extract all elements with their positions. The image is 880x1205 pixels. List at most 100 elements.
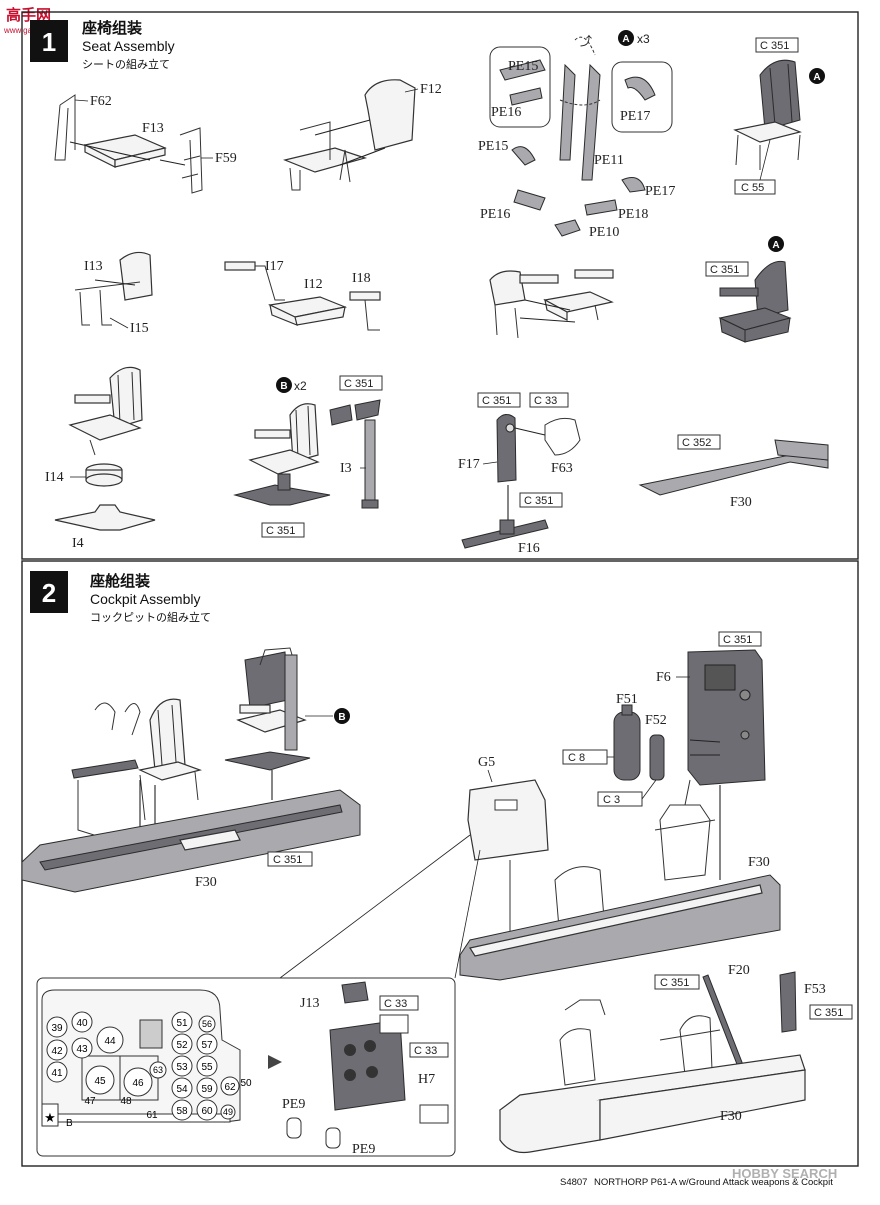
callout-a-badge-2 [809, 68, 825, 84]
seat-frame-drawing: F62 F13 F59 [54, 94, 237, 194]
label-i4: I4 [72, 536, 84, 551]
decal-57: 57 [201, 1040, 213, 1051]
decal-39: 39 [51, 1023, 63, 1034]
decal-41: 41 [51, 1068, 63, 1079]
decal-sheet-b: B [66, 1118, 73, 1129]
label-step2-g5: G5 [478, 755, 495, 770]
step2-number: 2 [42, 578, 56, 608]
cockpit-rear-assembly: C 351 F6 F51 F52 C 8 C 3 G5 F30 [459, 631, 781, 981]
label-b-x2: x2 [294, 379, 307, 393]
label-pe18: PE18 [618, 207, 648, 222]
label-step2-f30a: F30 [195, 875, 217, 890]
instrument-panel-part [329, 1019, 406, 1111]
label-pe11: PE11 [594, 153, 624, 168]
swivel-seat-drawing: I14 I4 [45, 366, 156, 551]
color-box-c352 [677, 434, 721, 450]
label-pe15a: PE15 [508, 59, 538, 74]
label-i3: I3 [340, 461, 352, 476]
harness-drawing: PE15 PE16 ⤴ A x3 PE17 PE15 PE16 PE11 PE1… [478, 30, 675, 240]
step1-title-cn: 座椅组装 [81, 19, 143, 37]
label-f16: F16 [518, 541, 540, 556]
decal-46: 46 [132, 1078, 144, 1089]
decal-56: 56 [202, 1019, 212, 1029]
decal-55: 55 [201, 1062, 213, 1073]
paint-detail-2 [419, 1104, 449, 1124]
callout-b-badge [276, 377, 292, 393]
color-box-c351d [261, 522, 305, 538]
label-c351a: C 351 [760, 40, 789, 52]
decal-59: 59 [201, 1084, 213, 1095]
callout-a-letter-2: A [813, 72, 820, 83]
seat-i12-drawing: I17 I12 I18 [224, 259, 381, 331]
label-c351b: C 351 [710, 264, 739, 276]
step1-number: 1 [42, 27, 56, 57]
callout-b-badge-2 [334, 708, 350, 724]
decal-44: 44 [104, 1036, 116, 1047]
label-c33a: C 33 [534, 395, 557, 407]
decal-42: 42 [51, 1046, 63, 1057]
instrument-decal-inset: 39 40 42 43 44 41 45 46 47 48 51 56 52 5… [36, 834, 481, 1157]
decal-62: 62 [224, 1082, 236, 1093]
watermark-text: 高手网 [6, 6, 51, 24]
color-box-step2-c33b [379, 995, 419, 1011]
step2-title-jp: コックピットの組み立て [90, 610, 211, 624]
cockpit-completed: C 351 F20 F53 C 351 F30 [499, 963, 853, 1154]
floor-f30-drawing: C 352 F30 [638, 434, 829, 510]
decal-gauges: 39 40 42 43 44 41 45 46 47 48 51 56 52 5… [46, 1011, 252, 1121]
color-box-step2-c33c [409, 1042, 449, 1058]
step1-title-en: Seat Assembly [82, 38, 175, 54]
footer: S4807 NORTHORP P61-A w/Ground Attack wea… [560, 1166, 837, 1188]
label-i13: I13 [84, 259, 103, 274]
label-step2-j13: J13 [300, 996, 319, 1011]
star-icon: ★ [44, 1110, 56, 1125]
label-step2-c351c: C 351 [660, 977, 689, 989]
decal-48: 48 [120, 1096, 132, 1107]
decal-49: 49 [223, 1107, 233, 1117]
decal-53: 53 [176, 1062, 188, 1073]
decal-47: 47 [84, 1096, 96, 1107]
label-c351c: C 351 [344, 378, 373, 390]
color-box-c351b [705, 261, 749, 277]
label-c351d: C 351 [266, 525, 295, 537]
label-c55: C 55 [741, 182, 764, 194]
label-step2-pe9a: PE9 [282, 1097, 305, 1112]
label-f59: F59 [215, 151, 237, 166]
label-f17: F17 [458, 457, 480, 472]
finished-seat-2: A C 351 [705, 236, 792, 343]
label-step2-f20: F20 [728, 963, 750, 978]
pe15-detail-frame [489, 46, 551, 128]
label-f63: F63 [551, 461, 573, 476]
label-i12: I12 [304, 277, 323, 292]
color-box-c33a [529, 392, 569, 408]
decal-51: 51 [176, 1018, 188, 1029]
label-step2-f6: F6 [656, 670, 671, 685]
color-box-c351c [339, 375, 383, 391]
seat-assembled-drawing [489, 269, 614, 339]
label-f13: F13 [142, 121, 164, 136]
decal-52: 52 [176, 1040, 188, 1051]
label-pe17b: PE17 [645, 184, 675, 199]
color-box-step2-c351b [718, 631, 762, 647]
color-box-c351f [519, 492, 563, 508]
decal-43: 43 [76, 1044, 88, 1055]
step1-title-jp: シートの組み立て [82, 57, 170, 71]
footer-title: NORTHORP P61-A w/Ground Attack weapons &… [594, 1177, 833, 1188]
label-step2-c351a: C 351 [273, 854, 302, 866]
color-box-c55 [734, 179, 776, 195]
label-step2-c33b: C 33 [384, 998, 407, 1010]
footer-brand: HOBBY SEARCH [732, 1166, 837, 1181]
footer-code: S4807 [560, 1177, 587, 1188]
callout-b-letter: B [280, 381, 287, 392]
seat-i13-drawing: I13 I15 [74, 251, 153, 336]
label-i15: I15 [130, 321, 149, 336]
harness-arrow-glyph: ⤴ [580, 33, 592, 48]
color-box-c351a [755, 37, 799, 53]
label-step2-f51: F51 [616, 692, 638, 707]
decal-50: 50 [240, 1078, 252, 1089]
color-box-step2-c351d [809, 1004, 853, 1020]
callout-a-badge-3 [768, 236, 784, 252]
label-pe10: PE10 [589, 225, 619, 240]
label-pe16b: PE16 [480, 207, 510, 222]
